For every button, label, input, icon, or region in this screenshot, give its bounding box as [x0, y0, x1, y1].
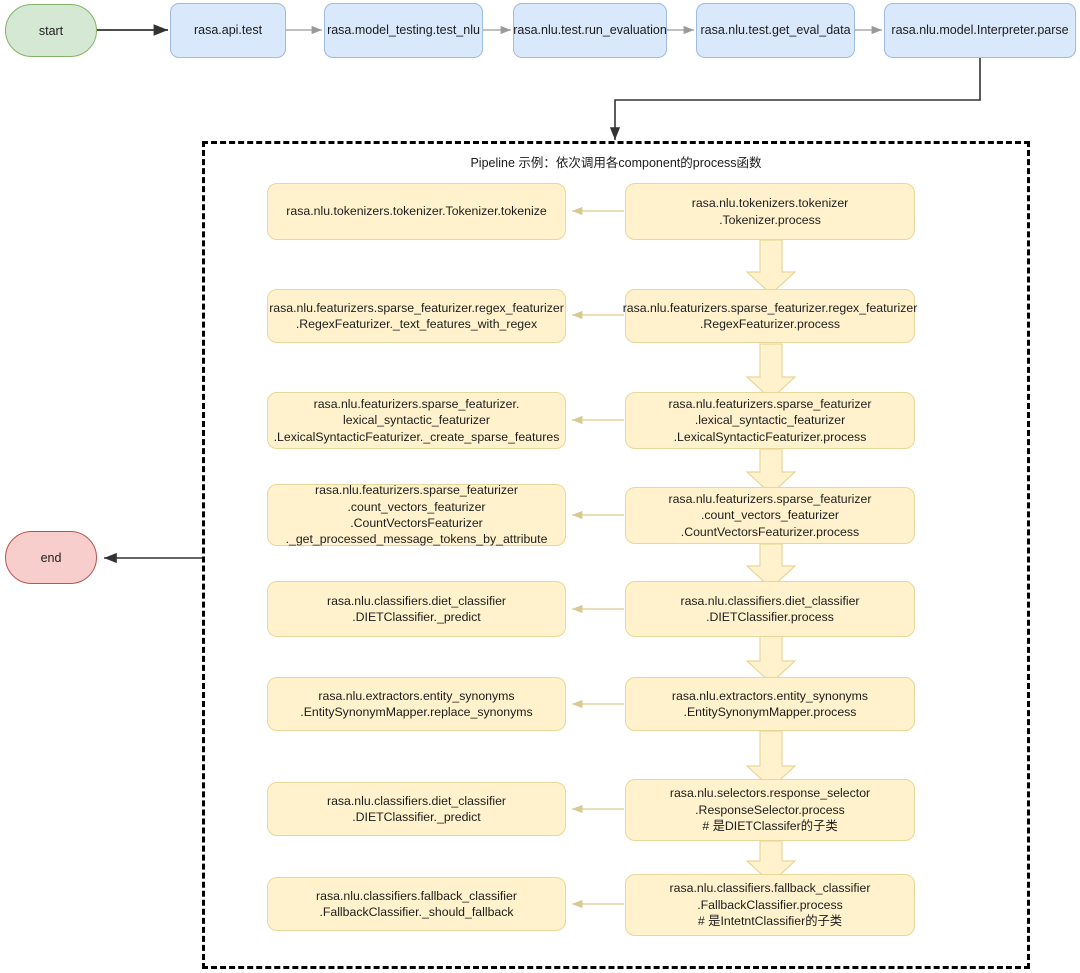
- process-box-8[interactable]: rasa.nlu.classifiers.fallback_classifier…: [625, 874, 915, 936]
- inner-call-label: rasa.nlu.classifiers.diet_classifier .DI…: [326, 593, 507, 624]
- process-box-5[interactable]: rasa.nlu.classifiers.diet_classifier .DI…: [625, 581, 915, 637]
- inner-call-box-4[interactable]: rasa.nlu.featurizers.sparse_featurizer .…: [267, 483, 566, 547]
- process-label: rasa.nlu.featurizers.sparse_featurizer .…: [668, 396, 872, 444]
- call-box-label: rasa.model_testing.test_nlu: [327, 22, 480, 37]
- process-label: rasa.nlu.extractors.entity_synonyms .Ent…: [671, 688, 869, 719]
- process-label: rasa.nlu.classifiers.diet_classifier .DI…: [680, 593, 860, 624]
- inner-call-box-2[interactable]: rasa.nlu.featurizers.sparse_featurizer.r…: [267, 289, 566, 343]
- process-label: rasa.nlu.featurizers.sparse_featurizer .…: [668, 491, 872, 539]
- inner-call-box-6[interactable]: rasa.nlu.extractors.entity_synonyms .Ent…: [267, 677, 566, 731]
- pipeline-title: Pipeline 示例：依次调用各component的process函数: [352, 152, 880, 171]
- inner-call-box-3[interactable]: rasa.nlu.featurizers.sparse_featurizer. …: [267, 392, 566, 449]
- call-box-api-test[interactable]: rasa.api.test: [170, 3, 286, 58]
- inner-call-label: rasa.nlu.featurizers.sparse_featurizer. …: [273, 396, 560, 444]
- process-box-1[interactable]: rasa.nlu.tokenizers.tokenizer .Tokenizer…: [625, 183, 915, 240]
- process-label: rasa.nlu.classifiers.fallback_classifier…: [669, 881, 871, 929]
- inner-call-box-8[interactable]: rasa.nlu.classifiers.fallback_classifier…: [267, 877, 566, 931]
- process-label: rasa.nlu.tokenizers.tokenizer .Tokenizer…: [691, 196, 849, 227]
- process-box-7[interactable]: rasa.nlu.selectors.response_selector .Re…: [625, 779, 915, 841]
- call-box-interpreter-parse[interactable]: rasa.nlu.model.Interpreter.parse: [884, 3, 1076, 58]
- end-node-label: end: [40, 550, 62, 565]
- inner-call-label: rasa.nlu.featurizers.sparse_featurizer.r…: [269, 300, 564, 331]
- process-label: rasa.nlu.featurizers.sparse_featurizer.r…: [622, 300, 918, 331]
- inner-call-box-1[interactable]: rasa.nlu.tokenizers.tokenizer.Tokenizer.…: [267, 183, 566, 240]
- inner-call-label: rasa.nlu.classifiers.fallback_classifier…: [316, 888, 517, 919]
- call-box-label: rasa.nlu.model.Interpreter.parse: [891, 22, 1069, 37]
- call-box-get-eval-data[interactable]: rasa.nlu.test.get_eval_data: [696, 3, 855, 58]
- call-box-label: rasa.nlu.test.run_evaluation: [513, 22, 667, 37]
- edge-interpreter-parse-to-pipeline: [609, 58, 981, 140]
- process-box-3[interactable]: rasa.nlu.featurizers.sparse_featurizer .…: [625, 392, 915, 449]
- call-box-model-testing-test-nlu[interactable]: rasa.model_testing.test_nlu: [324, 3, 483, 58]
- inner-call-label: rasa.nlu.classifiers.diet_classifier .DI…: [326, 793, 507, 824]
- process-box-2[interactable]: rasa.nlu.featurizers.sparse_featurizer.r…: [622, 289, 918, 343]
- process-label: rasa.nlu.selectors.response_selector .Re…: [669, 786, 871, 834]
- inner-call-label: rasa.nlu.tokenizers.tokenizer.Tokenizer.…: [286, 204, 547, 219]
- start-node[interactable]: start: [5, 4, 97, 57]
- pipeline-title-text: Pipeline 示例：依次调用各component的process函数: [470, 156, 762, 170]
- inner-call-label: rasa.nlu.featurizers.sparse_featurizer .…: [285, 483, 548, 547]
- inner-call-label: rasa.nlu.extractors.entity_synonyms .Ent…: [300, 688, 533, 719]
- call-box-label: rasa.api.test: [193, 22, 263, 37]
- pipeline-frame: [202, 141, 1030, 969]
- start-node-label: start: [38, 23, 64, 38]
- inner-call-box-7[interactable]: rasa.nlu.classifiers.diet_classifier .DI…: [267, 782, 566, 836]
- inner-call-box-5[interactable]: rasa.nlu.classifiers.diet_classifier .DI…: [267, 581, 566, 637]
- process-box-4[interactable]: rasa.nlu.featurizers.sparse_featurizer .…: [625, 487, 915, 544]
- call-box-run-evaluation[interactable]: rasa.nlu.test.run_evaluation: [513, 3, 667, 58]
- end-node[interactable]: end: [5, 531, 97, 584]
- process-box-6[interactable]: rasa.nlu.extractors.entity_synonyms .Ent…: [625, 677, 915, 731]
- call-box-label: rasa.nlu.test.get_eval_data: [700, 22, 851, 37]
